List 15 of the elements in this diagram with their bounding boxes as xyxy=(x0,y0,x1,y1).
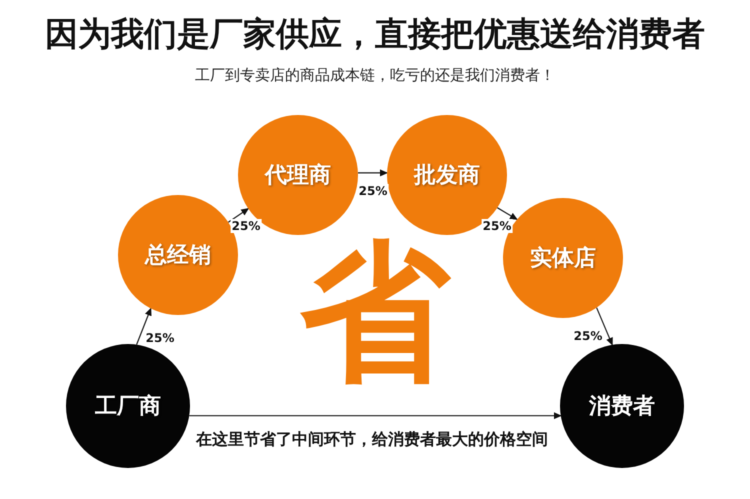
arrow xyxy=(189,412,562,420)
arrow xyxy=(228,208,250,223)
edge-label: 25% xyxy=(144,331,176,345)
arrow xyxy=(596,307,613,346)
edge-label: 25% xyxy=(572,329,604,343)
edge-label: 25% xyxy=(358,184,388,198)
arrow xyxy=(497,207,518,220)
title: 因为我们是厂家供应，直接把优惠送给消费者 xyxy=(44,13,706,55)
circle-node: 消费者 xyxy=(560,344,684,468)
edge-label: 25% xyxy=(230,219,262,233)
circle-node: 工厂商 xyxy=(66,344,190,468)
subtitle: 工厂到专卖店的商品成本链，吃亏的还是我们消费者！ xyxy=(194,66,556,85)
arrow xyxy=(136,308,152,345)
edge-label: 25% xyxy=(482,219,512,233)
arrow xyxy=(358,169,388,176)
